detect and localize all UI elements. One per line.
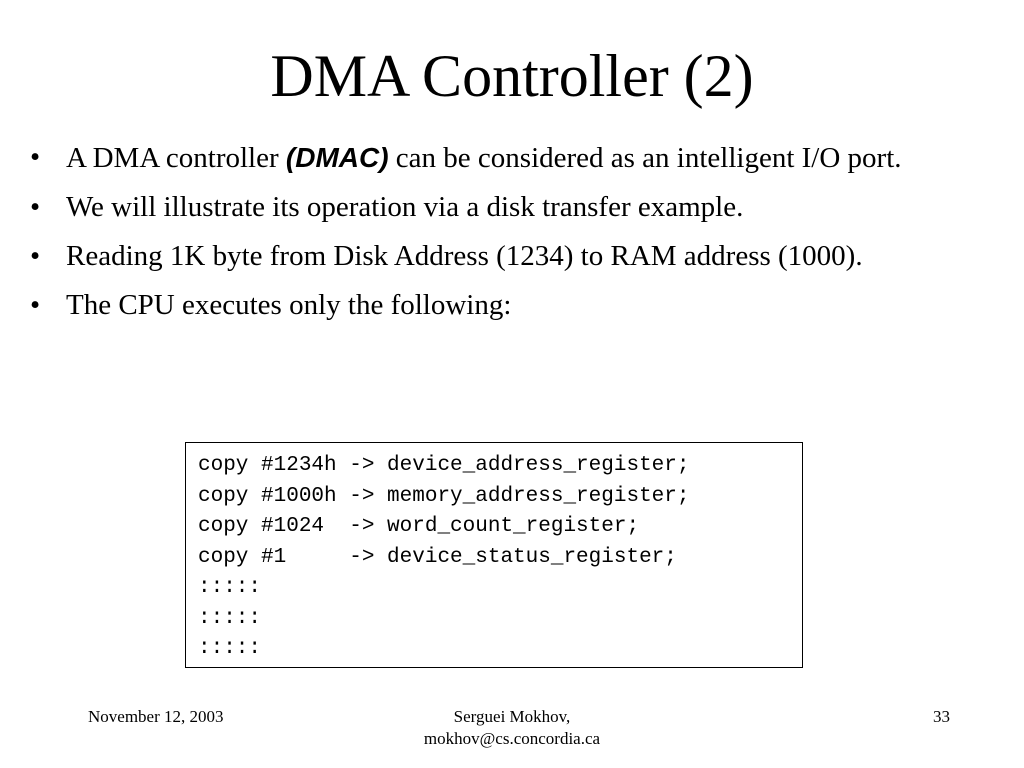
footer-date: November 12, 2003	[88, 707, 224, 726]
footer-author-email: mokhov@cs.concordia.ca	[423, 729, 601, 748]
code-line: copy #1000h -> memory_address_register;	[198, 484, 690, 508]
bullet-marker: •	[30, 289, 41, 321]
bullet-emphasis: (DMAC)	[285, 142, 389, 173]
footer-author-name: Serguei Mokhov,	[453, 707, 571, 726]
slide-title: DMA Controller (2)	[270, 43, 754, 109]
bullet-text: can be considered as an intelligent I/O …	[388, 142, 902, 174]
bullet-text: A DMA controller	[66, 142, 286, 174]
code-line: copy #1 -> device_status_register;	[198, 545, 677, 569]
bullet-list: • A DMA controller (DMAC) can be conside…	[30, 138, 1005, 335]
code-line: :::::	[198, 576, 262, 599]
bullet-marker: •	[30, 240, 41, 272]
code-block: copy #1234h -> device_address_register; …	[185, 442, 803, 668]
bullet-item: • We will illustrate its operation via a…	[30, 188, 1005, 227]
code-line: copy #1234h -> device_address_register;	[198, 454, 690, 477]
bullet-item: • A DMA controller (DMAC) can be conside…	[30, 138, 1005, 178]
bullet-item: • The CPU executes only the following:	[30, 286, 1005, 325]
code-line: copy #1024 -> word_count_register;	[198, 515, 640, 538]
code-line: :::::	[198, 606, 262, 630]
bullet-marker: •	[30, 141, 41, 173]
footer-page-number: 33	[933, 707, 950, 726]
bullet-item: • Reading 1K byte from Disk Address (123…	[30, 237, 1005, 276]
footer-author: Serguei Mokhov, mokhov@cs.concordia.ca	[362, 706, 662, 750]
bullet-marker: •	[30, 191, 41, 223]
bullet-text: We will illustrate its operation via a d…	[66, 191, 744, 223]
bullet-text: Reading 1K byte from Disk Address (1234)…	[66, 240, 863, 272]
code-line: :::::	[198, 637, 262, 660]
bullet-text: The CPU executes only the following:	[66, 289, 512, 321]
